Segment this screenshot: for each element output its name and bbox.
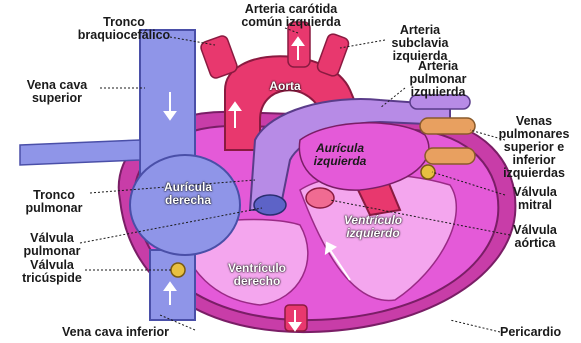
- left-subclavian: [316, 32, 350, 77]
- label-auricula-derecha: Aurícula derecha: [148, 181, 228, 207]
- mitral-valve-shape: [421, 165, 435, 179]
- label-valvula-mitral: Válvula mitral: [500, 186, 570, 212]
- aortic-valve-shape: [306, 188, 334, 208]
- valvula-tric-text: Válvula tricúspide: [22, 258, 82, 285]
- valvula-mitral-text: Válvula mitral: [513, 185, 557, 212]
- label-tronco-braquiocefalico: Tronco braquiocefálico: [64, 16, 184, 42]
- pulmonary-vein-2: [425, 148, 475, 164]
- valvula-pulm-text: Válvula pulmonar: [24, 231, 81, 258]
- carotida-text: Arteria carótida común izquierda: [241, 2, 340, 29]
- label-aorta: Aorta: [255, 80, 315, 93]
- label-carotida: Arteria carótida común izquierda: [226, 3, 356, 29]
- label-venas-pulmonares: Venas pulmonares superior e inferior izq…: [490, 115, 578, 180]
- pulmonar-izq-text: Arteria pulmonar izquierda: [410, 59, 467, 99]
- label-vena-cava-inferior: Vena cava inferior: [62, 326, 212, 339]
- ventriculo-izq-text: Ventrículo izquierdo: [344, 213, 402, 240]
- pulmonary-vein-1: [420, 118, 475, 134]
- valvula-aortica-text: Válvula aórtica: [513, 223, 557, 250]
- label-subclavia: Arteria subclavia izquierda: [380, 24, 460, 63]
- label-auricula-izquierda: Aurícula izquierda: [300, 142, 380, 168]
- subclavia-text: Arteria subclavia izquierda: [392, 23, 449, 63]
- tronco-pulm-text: Tronco pulmonar: [26, 188, 83, 215]
- label-pericardio: Pericardio: [500, 326, 575, 339]
- label-pulmonar-izquierda: Arteria pulmonar izquierda: [398, 60, 478, 99]
- label-valvula-aortica: Válvula aórtica: [500, 224, 570, 250]
- pericardio-text: Pericardio: [500, 325, 561, 339]
- label-ventriculo-izquierdo: Ventrículo izquierdo: [328, 214, 418, 240]
- vena-cava-sup-text: Vena cava superior: [27, 78, 87, 105]
- label-valvula-tricuspide: Válvula tricúspide: [12, 259, 92, 285]
- label-valvula-pulmonar: Válvula pulmonar: [12, 232, 92, 258]
- vena-cava-inf-text: Vena cava inferior: [62, 325, 169, 339]
- vein-branch-left: [20, 140, 140, 165]
- label-vena-cava-superior: Vena cava superior: [12, 79, 102, 105]
- auricula-der-text: Aurícula derecha: [164, 180, 212, 207]
- auricula-izq-text: Aurícula izquierda: [314, 141, 367, 168]
- brachiocephalic-trunk: [199, 34, 238, 79]
- venas-pulm-text: Venas pulmonares superior e inferior izq…: [499, 114, 570, 180]
- tricuspid-valve-shape: [171, 263, 185, 277]
- pulmonary-valve-shape: [254, 195, 286, 215]
- ventriculo-der-text: Ventrículo derecho: [228, 261, 286, 288]
- aorta-text: Aorta: [269, 79, 300, 93]
- label-tronco-pulmonar: Tronco pulmonar: [14, 189, 94, 215]
- tronco-braquio-text: Tronco braquiocefálico: [78, 15, 170, 42]
- label-ventriculo-derecho: Ventrículo derecho: [212, 262, 302, 288]
